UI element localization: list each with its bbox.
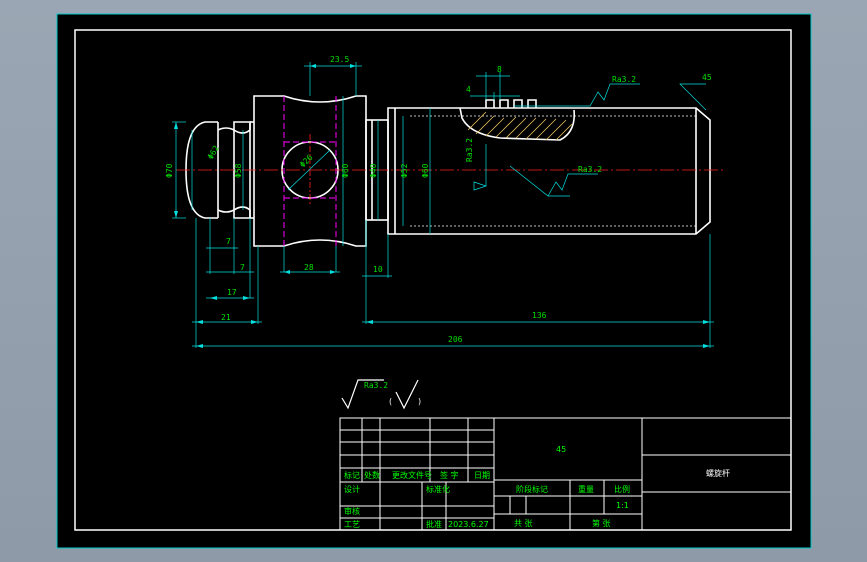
- drawing-sheet: [56, 13, 812, 549]
- rough-top: Ra3.2: [612, 75, 636, 84]
- dim-groove-pitch: 8: [497, 65, 502, 74]
- row-label-std: 标准化: [426, 484, 450, 494]
- dim-len-17: 17: [227, 288, 237, 297]
- title-block-texts: 45 螺旋杆 标记 处数 更改文件号 签 字 日期 设计 标准化 审核 工艺 批…: [344, 445, 730, 529]
- dim-len-21: 21: [221, 313, 231, 322]
- stage-label: 阶段标记: [516, 484, 548, 494]
- dim-len-7a: 7: [226, 237, 231, 246]
- weight-label: 重量: [578, 484, 594, 494]
- dim-len-10: 10: [373, 265, 383, 274]
- date-text: 2023.6.27: [448, 520, 489, 529]
- dim-neck-dia: Φ58: [234, 163, 243, 178]
- surface-note-paren-right: ): [418, 397, 421, 406]
- chamfer-note: 45: [702, 73, 712, 82]
- dimension-texts: 23.5 8 4 Ra3.2 45 Ra3.2 Ra3.2 Φ26 Φ62 Φ7…: [165, 55, 712, 344]
- surface-note-value: Ra3.2: [364, 381, 388, 390]
- part-name: 螺旋杆: [706, 468, 730, 478]
- dim-top-width: 23.5: [330, 55, 349, 64]
- row-label-review: 审核: [344, 506, 360, 516]
- title-block: [339, 417, 792, 531]
- dim-shaft-dia-2: Φ60: [421, 163, 430, 178]
- material-text: 45: [556, 445, 566, 454]
- header-label-2: 更改文件号: [392, 470, 432, 480]
- header-label-4: 日期: [474, 471, 490, 480]
- row-label-process: 工艺: [344, 520, 360, 529]
- rough-hole: Ra3.2: [465, 138, 474, 162]
- header-label-1: 处数: [364, 470, 380, 480]
- dim-len-7b: 7: [240, 263, 245, 272]
- section-hatch: [467, 111, 573, 141]
- dim-block-dia: Φ60: [341, 163, 350, 178]
- surface-finish-note: [341, 379, 419, 410]
- rough-right: Ra3.2: [578, 165, 602, 174]
- dim-groove-depth: 4: [466, 85, 471, 94]
- sheet-no: 第 张: [592, 518, 611, 528]
- row-label-design: 设计: [344, 484, 360, 494]
- sheet-total: 共 张: [514, 519, 533, 528]
- dim-collar-dia: Φ40: [369, 163, 378, 178]
- dim-len-206: 206: [448, 335, 463, 344]
- scale-label: 比例: [614, 484, 630, 494]
- dim-len-136: 136: [532, 311, 547, 320]
- surface-note-paren-left: (: [389, 397, 392, 406]
- hidden-lines: [283, 96, 337, 246]
- header-label-3: 签 字: [440, 470, 459, 480]
- dim-head-dia: Φ70: [165, 163, 174, 178]
- approve-label: 批准: [426, 519, 442, 529]
- header-label-0: 标记: [344, 470, 360, 480]
- arrowheads: [174, 64, 710, 348]
- scale-value: 1:1: [616, 501, 629, 510]
- dim-len-28: 28: [304, 263, 314, 272]
- dim-shaft-dia-1: Φ52: [400, 163, 409, 178]
